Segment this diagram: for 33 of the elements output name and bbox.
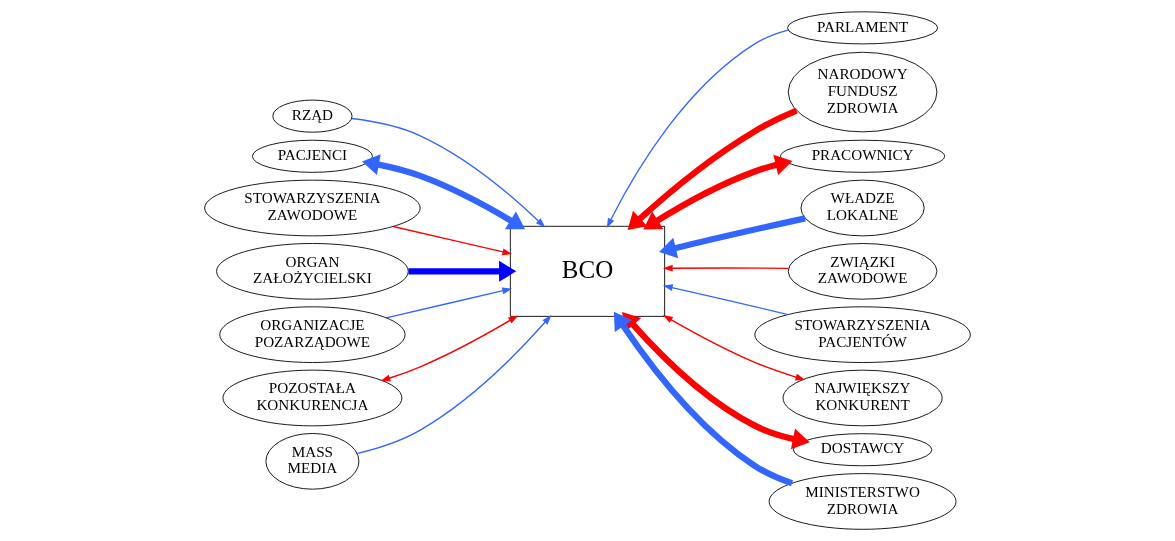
node-ellipse: RZĄD [272,99,353,133]
arrow [380,315,519,382]
arrow [356,315,552,455]
node-ellipse: STOWARZYSZENIA ZAWODOWE [204,179,421,237]
arrow [643,154,793,230]
arrow [385,287,513,319]
node-ellipse: PARLAMENT [787,11,939,45]
arrow [408,260,517,282]
arrow [662,264,790,272]
arrow [351,117,546,228]
arrow [392,225,513,256]
arrow [662,314,806,381]
node-ellipse: MASS MEDIA [265,433,360,490]
arrow [659,215,806,259]
node-ellipse: NAJWIĘKSZY KONKURENT [782,369,943,427]
node-ellipse: WŁADZE LOKALNE [800,179,925,237]
node-box: BCO [509,225,666,317]
arrow [361,154,526,230]
arrow [662,284,789,316]
node-ellipse: MINISTERSTWO ZDROWIA [768,473,957,530]
node-ellipse: PACJENCI [251,139,373,173]
arrow [622,312,810,450]
arrow [613,311,794,487]
node-ellipse: PRACOWNICY [780,139,946,173]
node-ellipse: DOSTAWCY [792,433,933,467]
node-ellipse: STOWARZYSZENIA PACJENTÓW [754,306,971,363]
node-ellipse: POZOSTAŁA KONKURENCJA [222,369,403,427]
node-ellipse: ZWIĄZKI ZAWODOWE [787,243,938,300]
node-ellipse: NARODOWY FUNDUSZ ZDROWIA [787,51,938,133]
node-ellipse: ORGANIZACJE POZARZĄDOWE [219,306,406,363]
arrow [627,107,798,231]
node-ellipse: ORGAN ZAŁOŻYCIELSKI [216,243,409,300]
arrow [606,29,789,229]
